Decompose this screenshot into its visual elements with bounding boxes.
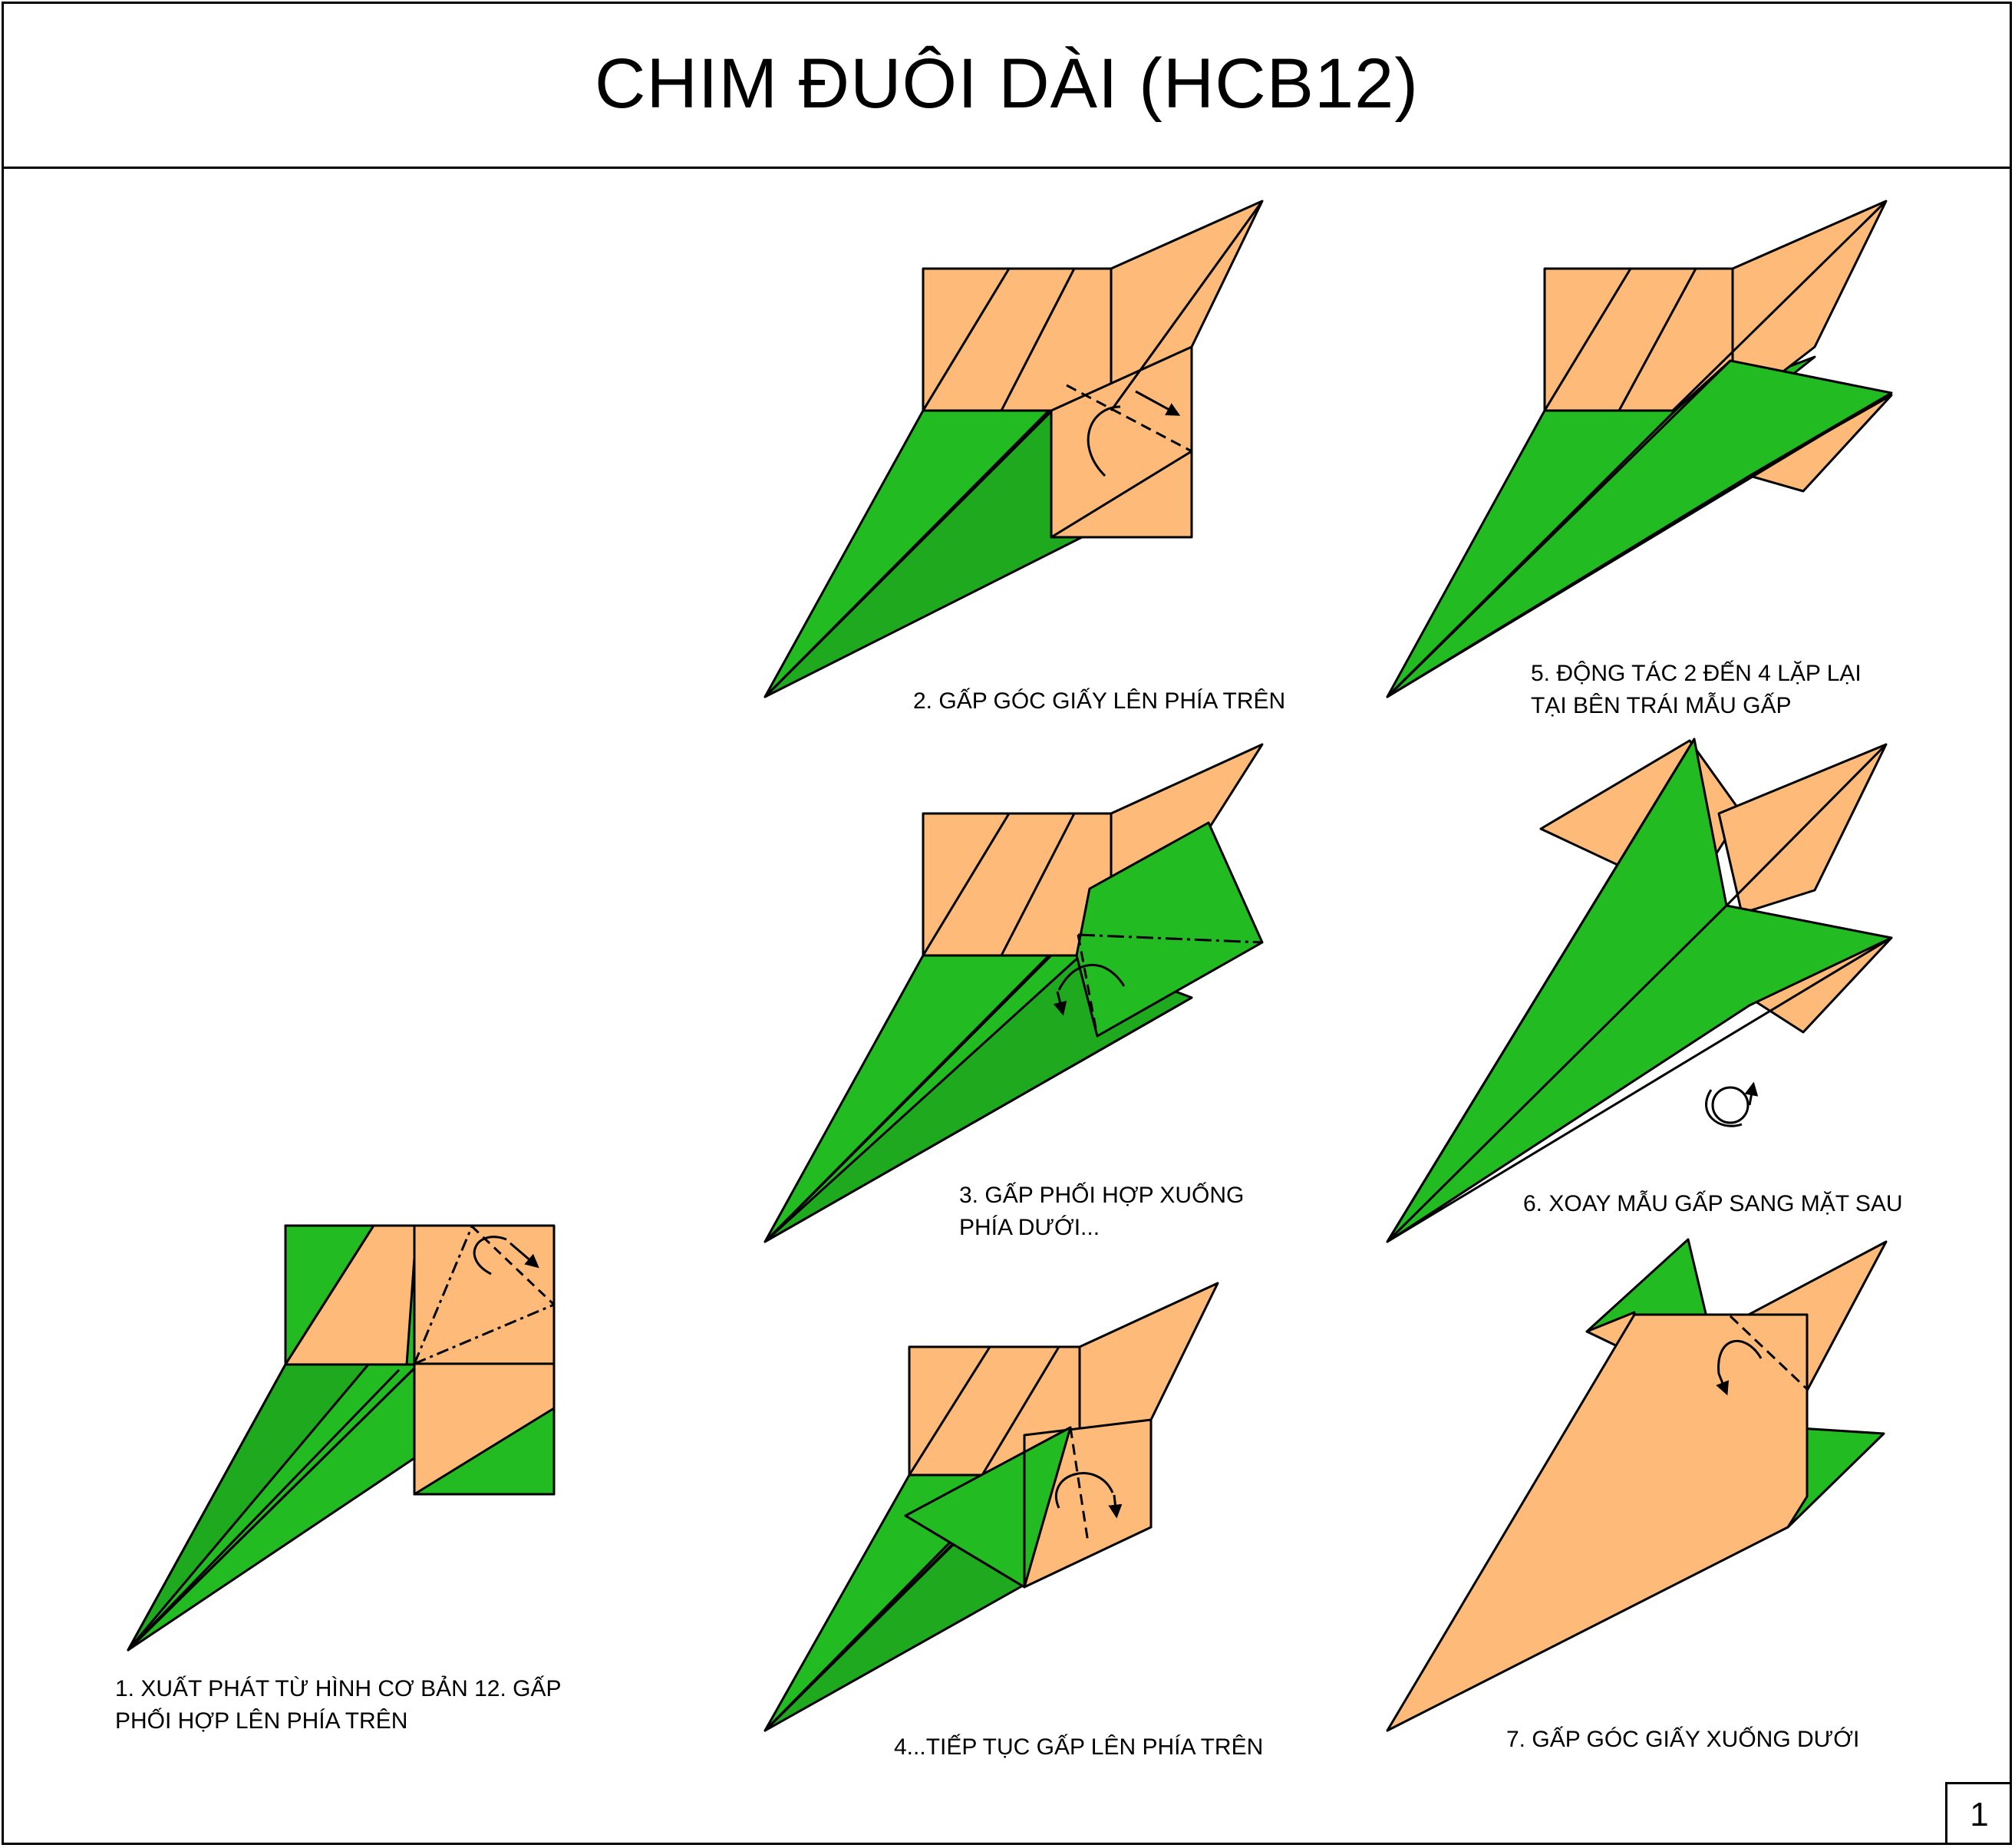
page-number-box: 1: [1945, 1782, 2011, 1845]
step-7-figure: [1386, 1238, 1888, 1732]
caption-line: 4...TIẾP TỤC GẤP LÊN PHÍA TRÊN: [894, 1734, 1264, 1760]
step-2-figure: [763, 200, 1264, 698]
step-4-caption: 4...TIẾP TỤC GẤP LÊN PHÍA TRÊN: [894, 1731, 1263, 1764]
step-5-figure: [1386, 200, 1893, 698]
caption-line: PHÍA DƯỚI...: [959, 1215, 1100, 1240]
step-6-caption: 6. XOAY MẪU GẤP SANG MẶT SAU: [1523, 1188, 1903, 1220]
caption-line: TẠI BÊN TRÁI MẪU GẤP: [1531, 693, 1792, 718]
step-1-caption: 1. XUẤT PHÁT TỪ HÌNH CƠ BẢN 12. GẤP PHỐI…: [115, 1673, 562, 1737]
caption-line: 6. XOAY MẪU GẤP SANG MẶT SAU: [1523, 1191, 1903, 1216]
caption-line: 1. XUẤT PHÁT TỪ HÌNH CƠ BẢN 12. GẤP: [115, 1676, 562, 1701]
page-number: 1: [1970, 1795, 1989, 1833]
title-bar: CHIM ĐUÔI DÀI (HCB12): [2, 2, 2012, 169]
step-4-figure: [763, 1282, 1219, 1732]
caption-line: PHỐI HỢP LÊN PHÍA TRÊN: [115, 1708, 408, 1734]
step-2-caption: 2. GẤP GÓC GIẤY LÊN PHÍA TRÊN: [913, 685, 1285, 718]
step-7-caption: 7. GẤP GÓC GIẤY XUỐNG DƯỚI: [1506, 1724, 1859, 1756]
caption-line: 5. ĐỘNG TÁC 2 ĐẾN 4 LẶP LẠI: [1531, 661, 1862, 686]
caption-line: 7. GẤP GÓC GIẤY XUỐNG DƯỚI: [1506, 1727, 1860, 1752]
page-title: CHIM ĐUÔI DÀI (HCB12): [595, 45, 1419, 123]
step-3-caption: 3. GẤP PHỐI HỢP XUỐNG PHÍA DƯỚI...: [959, 1180, 1244, 1244]
caption-line: 2. GẤP GÓC GIẤY LÊN PHÍA TRÊN: [913, 688, 1286, 714]
step-5-caption: 5. ĐỘNG TÁC 2 ĐẾN 4 LẶP LẠI TẠI BÊN TRÁI…: [1531, 658, 1862, 722]
step-3-figure: [763, 743, 1264, 1243]
step-6-figure: [1386, 738, 1893, 1243]
step-1-figure: [127, 1224, 556, 1652]
caption-line: 3. GẤP PHỐI HỢP XUỐNG: [959, 1183, 1245, 1208]
